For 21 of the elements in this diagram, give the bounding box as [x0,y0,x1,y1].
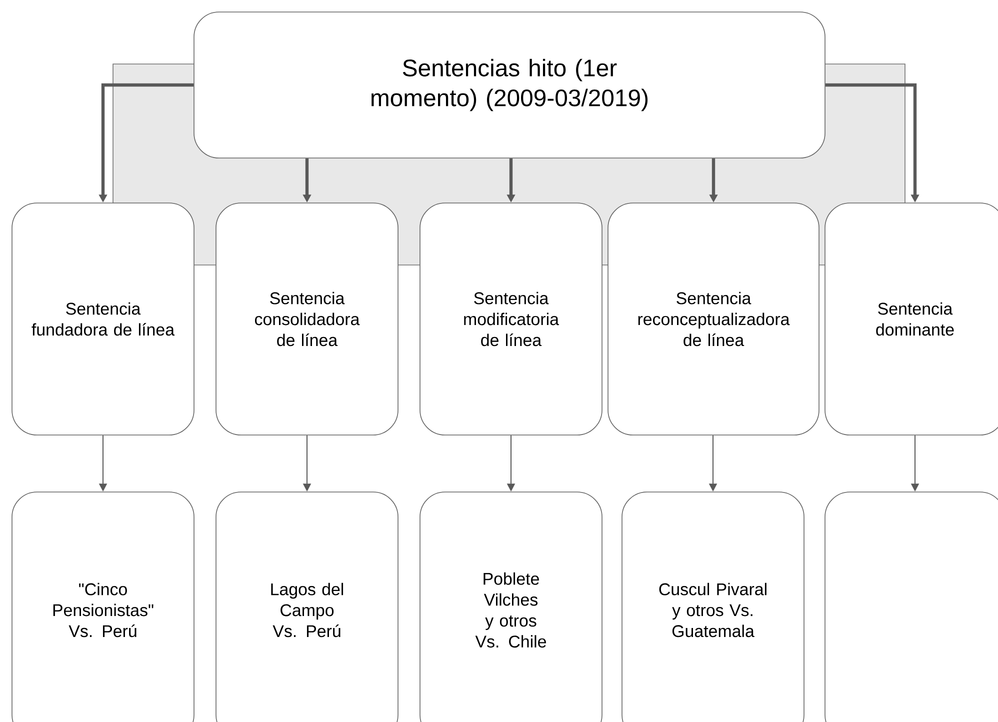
case-box [824,492,998,722]
case-box [622,492,804,722]
box-text: Sentencia dominante [876,302,954,336]
box-text: "Cinco Pensionistas" Vs. Perú [53,582,154,638]
box-text: Sentencia fundadora de línea [32,302,175,336]
category-box [12,202,194,436]
category-box [216,202,398,436]
box-text: Sentencia modificatoria de línea [464,292,559,346]
category-box [824,202,998,436]
title-box [194,12,826,158]
box-text: Sentencia reconceptualizadora de línea [638,292,790,346]
case-box [216,492,398,722]
box-text: Poblete Vilches y otros Vs. Chile [475,572,546,648]
box-text: Cuscul Pivaral y otros Vs. Guatemala [659,582,766,638]
title-text: Sentencias hito (1er momento) (2009-03/2019) [372,58,648,112]
category-box [420,202,602,436]
category-box [608,202,820,436]
case-box [12,492,194,722]
box-text: Sentencia consolidadora de línea [255,292,360,346]
case-box [420,492,602,722]
box-text: Lagos del Campo Vs. Perú [271,582,344,638]
